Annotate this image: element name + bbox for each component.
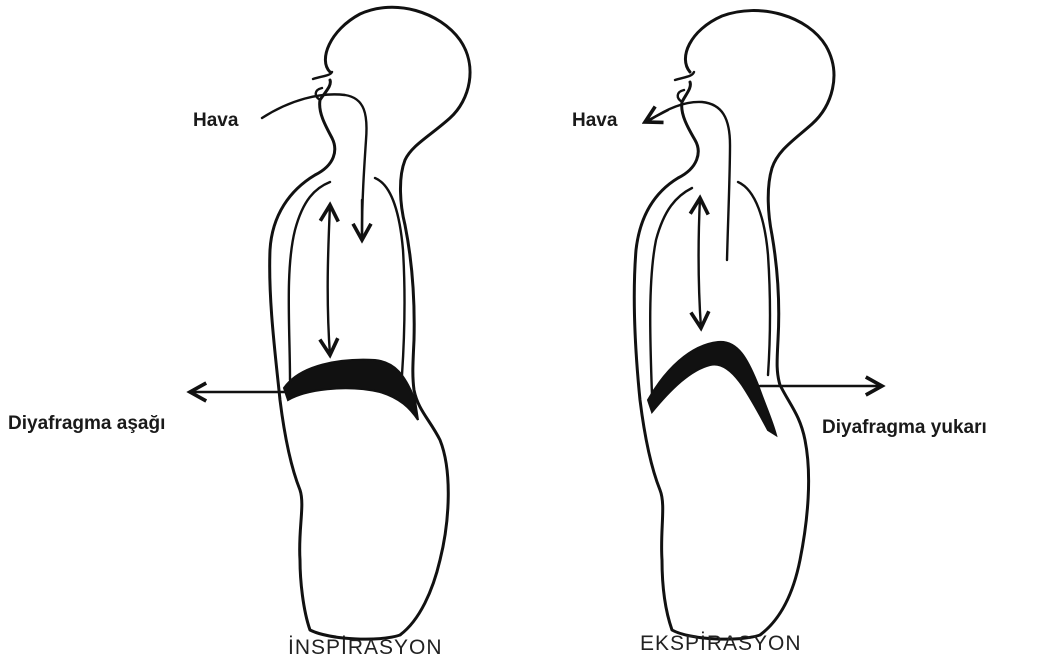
left-caption: İNSPİRASYON bbox=[288, 637, 443, 658]
left-air-label: Hava bbox=[193, 111, 238, 130]
right-airway bbox=[650, 102, 730, 260]
right-air-label: Hava bbox=[572, 111, 617, 130]
left-diaphragm bbox=[284, 360, 418, 420]
right-diaphragm bbox=[648, 342, 776, 435]
left-head-outline bbox=[270, 7, 470, 639]
right-head-outline bbox=[634, 11, 834, 640]
right-airway-arrow bbox=[645, 110, 668, 122]
right-chest-inner-back bbox=[738, 182, 770, 375]
left-chest-inner-back bbox=[375, 178, 405, 375]
right-diaphragm-label: Diyafragma yukarı bbox=[822, 418, 987, 437]
left-diaphragm-label: Diyafragma aşağı bbox=[8, 414, 165, 433]
expiration-figure bbox=[634, 11, 882, 640]
right-caption: EKSPİRASYON bbox=[640, 633, 802, 654]
left-chest-inner bbox=[289, 182, 330, 380]
left-lung-arrow bbox=[328, 205, 330, 355]
right-lung-arrow bbox=[699, 198, 701, 328]
inspiration-figure bbox=[190, 7, 470, 639]
